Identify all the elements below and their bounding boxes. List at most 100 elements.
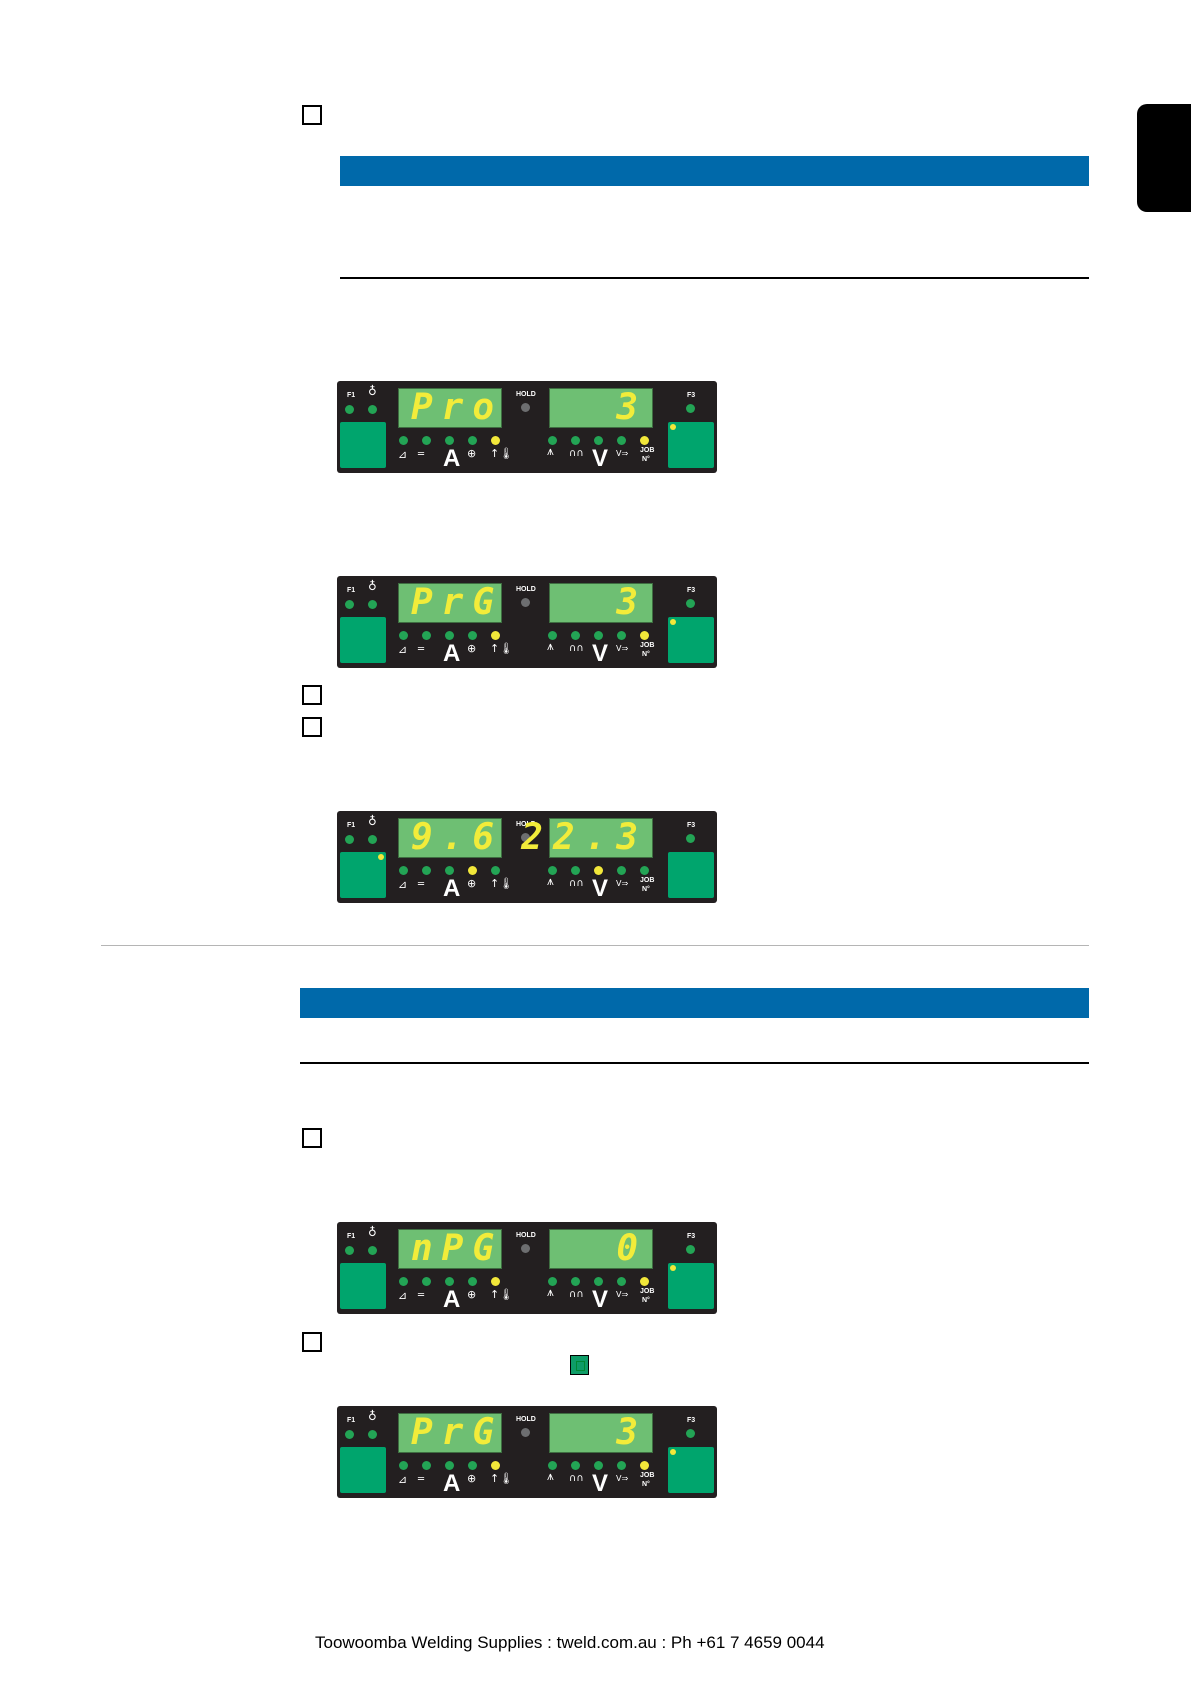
control-panel: F1 ♁ PrG HOLD 3 F3 ⊿ ═ A ⊕ ↑🌡 ⩚ ∩∩ V V⇒ … (337, 1406, 717, 1498)
f1-button[interactable] (340, 852, 386, 898)
param-led (468, 866, 477, 875)
param-led (594, 1461, 603, 1470)
dynamic-icon: ∩∩ (569, 643, 584, 654)
param-led (617, 1277, 626, 1286)
param-led (445, 631, 454, 640)
right-display: 3 (549, 388, 653, 428)
material-thickness-icon: ⊿ (398, 1289, 408, 1302)
f3-label: F3 (687, 392, 696, 399)
hold-led (521, 1244, 530, 1253)
param-led (548, 436, 557, 445)
footer-text: Toowoomba Welding Supplies : tweld.com.a… (315, 1633, 825, 1652)
note-bottom-rule (300, 1062, 1089, 1064)
param-led (491, 436, 500, 445)
chapter-tab (1137, 104, 1191, 212)
f1-button[interactable] (340, 1263, 386, 1309)
wire-speed-icon: ⊕ (467, 877, 477, 890)
f1-label: F1 (347, 1417, 356, 1424)
wire-speed-icon: ⊕ (467, 1472, 477, 1485)
wire-feed-icon: ═ (418, 1474, 425, 1485)
job-no-label: N° (642, 651, 650, 658)
param-led (640, 866, 649, 875)
param-led (548, 1461, 557, 1470)
dynamic-icon: ∩∩ (569, 448, 584, 459)
wire-speed-icon: ⊕ (467, 1288, 477, 1301)
left-display: PrG (398, 1413, 502, 1453)
f1-label: F1 (347, 587, 356, 594)
step-checkbox (302, 105, 322, 125)
param-led (491, 1461, 500, 1470)
left-display-value: 9.6 (411, 817, 504, 858)
note-header-bar (340, 156, 1089, 186)
amps-label: A (443, 875, 461, 902)
torch-icon: ♁ (368, 1225, 377, 1239)
right-display: 3 (549, 1413, 653, 1453)
job-no-label: N° (642, 1481, 650, 1488)
param-led (594, 436, 603, 445)
torch-led (368, 405, 377, 414)
hold-led (521, 403, 530, 412)
param-led (548, 866, 557, 875)
f3-button[interactable] (668, 422, 714, 468)
thermometer-icon: ↑🌡 (490, 642, 514, 655)
amps-label: A (443, 1286, 461, 1313)
param-led (445, 436, 454, 445)
travel-speed-icon: V⇒ (616, 644, 629, 653)
param-led (571, 866, 580, 875)
step-checkbox (302, 1128, 322, 1148)
control-panel: F1 ♁ PrG HOLD 3 F3 ⊿ ═ A ⊕ ↑🌡 ⩚ ∩∩ V V⇒ … (337, 576, 717, 668)
f1-led (345, 600, 354, 609)
param-led (445, 866, 454, 875)
travel-speed-icon: V⇒ (616, 1290, 629, 1299)
torch-icon: ♁ (368, 1409, 377, 1423)
param-led (491, 1277, 500, 1286)
f3-led (686, 404, 695, 413)
param-led (640, 631, 649, 640)
thermometer-icon: ↑🌡 (490, 447, 514, 460)
hold-label: HOLD (516, 821, 536, 828)
hold-label: HOLD (516, 391, 536, 398)
param-led (422, 631, 431, 640)
hold-led (521, 598, 530, 607)
job-no-label: N° (642, 886, 650, 893)
wire-feed-icon: ═ (418, 644, 425, 655)
arc-length-icon: ⩚ (547, 874, 554, 888)
f3-button[interactable] (668, 1447, 714, 1493)
param-led (640, 1277, 649, 1286)
param-led (399, 866, 408, 875)
param-led (617, 1461, 626, 1470)
f1-button[interactable] (340, 1447, 386, 1493)
f1-led (345, 1246, 354, 1255)
note-bottom-rule (340, 277, 1089, 279)
f1-button[interactable] (340, 422, 386, 468)
f3-led (686, 599, 695, 608)
left-display-value: PrG (411, 582, 504, 623)
f3-button[interactable] (668, 852, 714, 898)
material-thickness-icon: ⊿ (398, 643, 408, 656)
travel-speed-icon: V⇒ (616, 449, 629, 458)
right-display: 3 (549, 583, 653, 623)
f3-led (686, 834, 695, 843)
right-display: 0 (549, 1229, 653, 1269)
param-led (491, 631, 500, 640)
right-display: 22.3 (521, 818, 653, 858)
thermometer-icon: ↑🌡 (490, 1288, 514, 1301)
param-led (445, 1461, 454, 1470)
f3-button[interactable] (668, 617, 714, 663)
job-label: JOB (640, 1288, 655, 1295)
arc-length-icon: ⩚ (547, 444, 554, 458)
wire-speed-icon: ⊕ (467, 447, 477, 460)
param-led (491, 866, 500, 875)
volts-label: V (592, 1286, 609, 1313)
f3-button[interactable] (668, 1263, 714, 1309)
torch-icon: ♁ (368, 579, 377, 593)
param-led (617, 631, 626, 640)
f3-led (686, 1245, 695, 1254)
f1-led (345, 1430, 354, 1439)
f1-label: F1 (347, 1233, 356, 1240)
f1-button[interactable] (340, 617, 386, 663)
param-led (399, 1277, 408, 1286)
f1-led (345, 835, 354, 844)
param-led (399, 436, 408, 445)
param-led (548, 1277, 557, 1286)
